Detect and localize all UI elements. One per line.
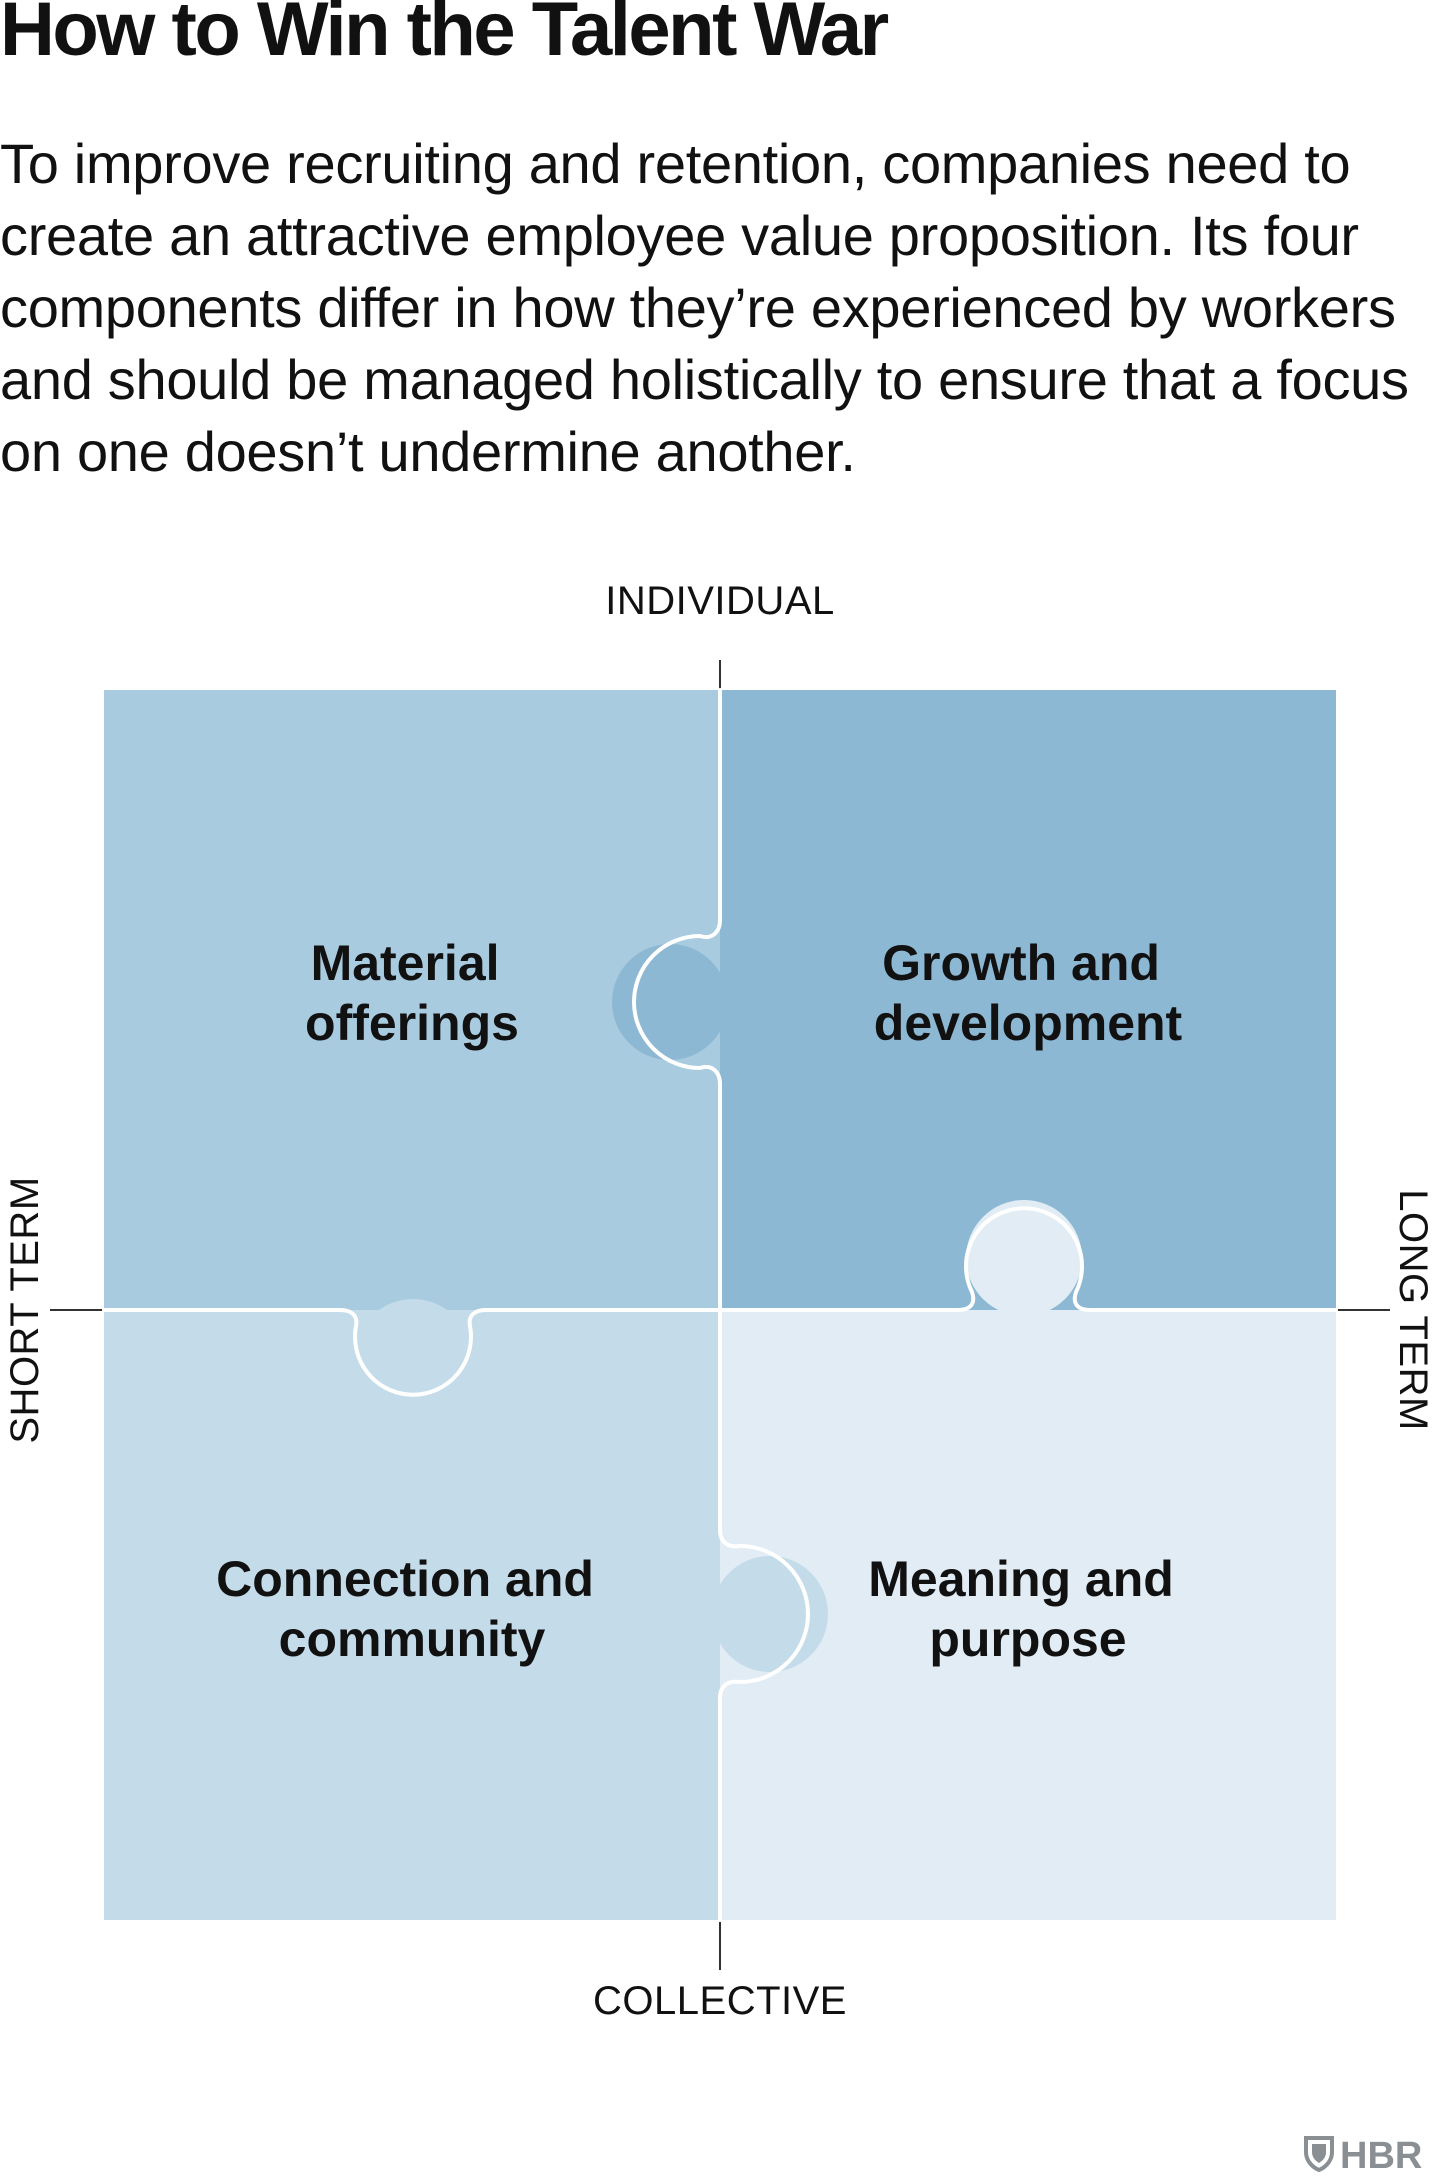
quadrant-label-material-offerings: Material offerings [305,935,519,1051]
puzzle-tab-top [612,944,728,1060]
puzzle-tab-right [966,1200,1082,1316]
separator-right [718,1206,1338,1312]
quadrant-label-meaning-purpose: Meaning and purpose [868,1551,1187,1667]
separator-bottom [718,1308,810,1922]
puzzle-diagram: INDIVIDUAL COLLECTIVE SHORT TERM LONG TE… [0,560,1440,2060]
separator-top [632,688,722,1312]
puzzle-separators [102,688,1338,1922]
puzzle-svg: INDIVIDUAL COLLECTIVE SHORT TERM LONG TE… [3,579,1435,2023]
axis-label-left: SHORT TERM [3,1176,47,1443]
shield-icon [1304,2136,1334,2173]
axis-label-right: LONG TERM [1391,1189,1435,1431]
brand-label: HBR [1340,2135,1422,2176]
page-subtitle: To improve recruiting and retention, com… [0,132,1409,483]
puzzle-tab-bottom [712,1556,828,1672]
axis-label-top: INDIVIDUAL [605,579,835,623]
axis-label-bottom: COLLECTIVE [593,1979,847,2023]
puzzle-tab-left [355,1299,471,1415]
separator-left [102,1308,722,1397]
quadrant-label-connection-community: Connection and community [216,1551,608,1667]
hbr-logo: HBR [1304,2135,1422,2176]
page-title: How to Win the Talent War [0,0,889,72]
quadrant-label-growth-development: Growth and development [874,935,1183,1051]
